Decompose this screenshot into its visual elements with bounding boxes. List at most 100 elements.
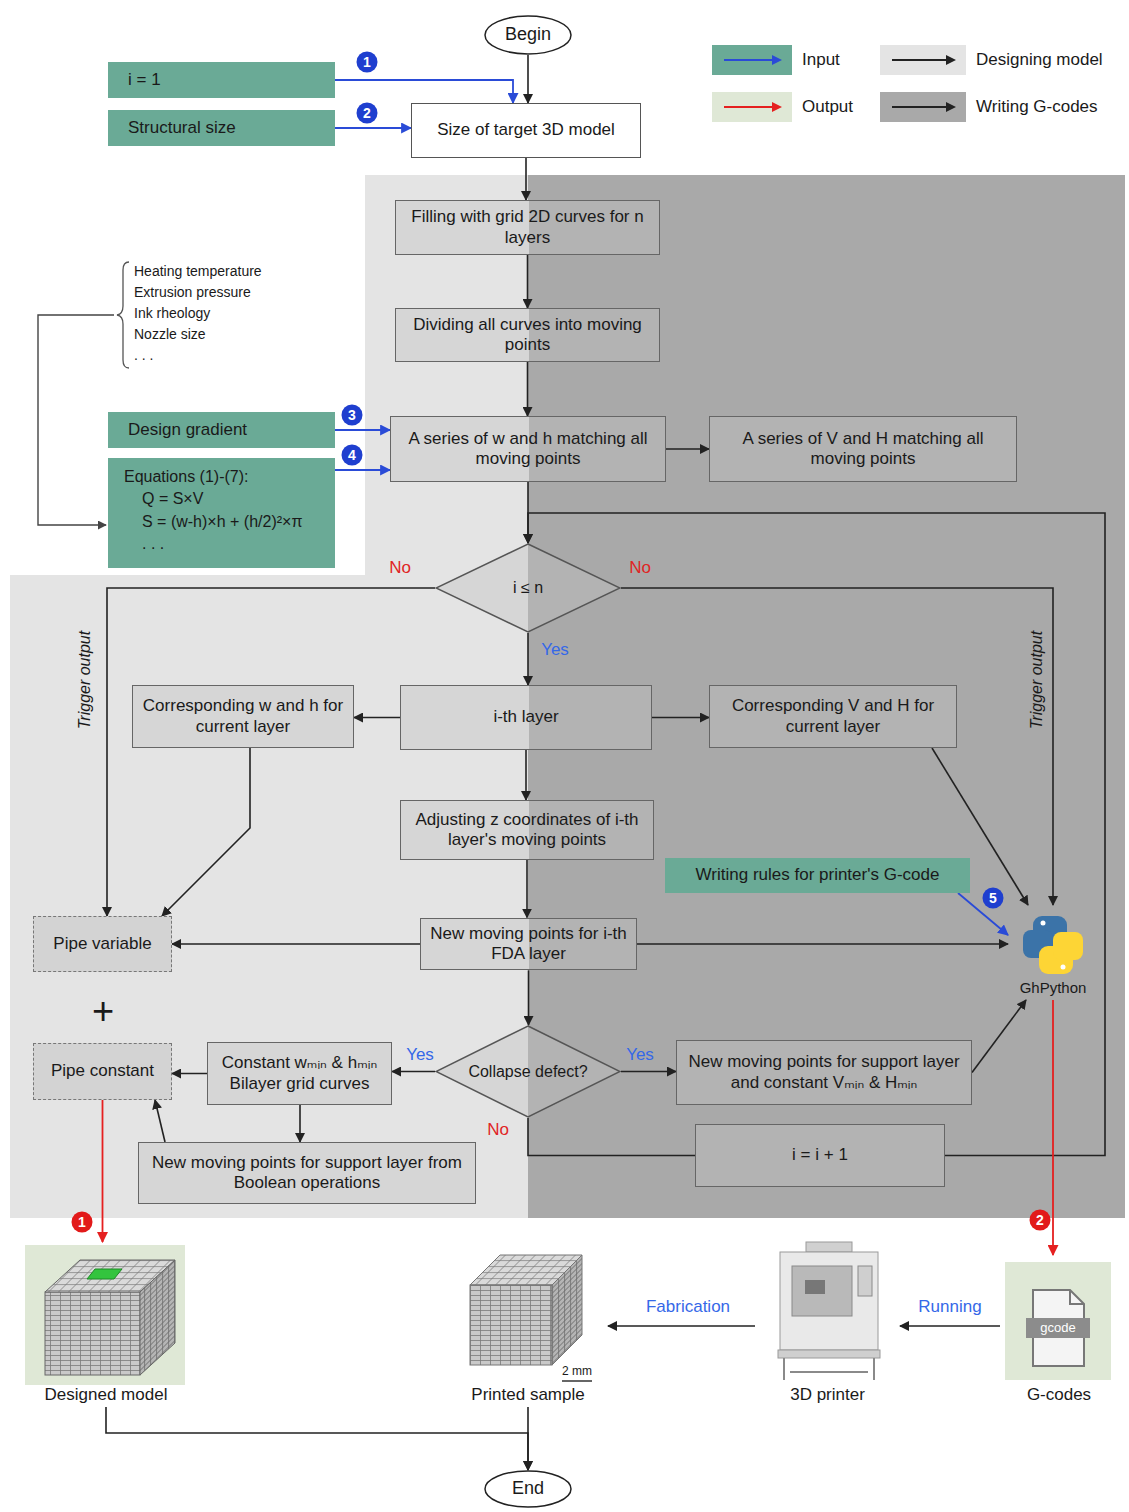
callout-number: 2 [357,103,378,124]
flow-connector [299,1105,301,1142]
node-text: Filling with grid 2D curves for n layers [404,207,651,248]
flow-connector [621,588,1053,905]
parameter-brace [117,262,129,368]
flow-connector [162,748,250,916]
node-text: Pipe constant [51,1061,154,1081]
terminal-ellipse: End [484,1470,572,1508]
process-box: New moving points for support layer from… [138,1142,476,1204]
callout-number: 1 [357,52,378,73]
flow-connector [155,1100,165,1142]
node-text: Equations (1)-(7): [124,466,249,488]
node-text: Q = S×V [142,488,203,510]
parameter-text: Heating temperature [134,263,262,280]
parameter-text: Nozzle size [134,326,206,343]
gcode-file-icon [1026,1290,1090,1366]
process-box: A series of V and H matching all moving … [709,416,1017,482]
node-text: i-th layer [493,707,558,727]
node-text: Structural size [128,118,236,138]
legend-item: Designing model [880,45,1103,75]
caption-text: GhPython [1020,979,1087,997]
caption-text: G-codes [1027,1385,1091,1405]
legend-item: Output [712,92,853,122]
pipe-box: Pipe variable [33,916,172,972]
legend-swatch [712,92,792,122]
node-text: A series of V and H matching all moving … [718,429,1008,470]
ghpython-node: GhPython [1008,905,1098,1000]
node-text: Corresponding w and h for current layer [141,696,345,737]
output-ground [25,1245,185,1385]
flow-connector [652,717,709,719]
diamond-shape [436,1026,620,1117]
parameter-text: Extrusion pressure [134,284,251,301]
flow-connector [900,1325,1000,1327]
input-box: Design gradient [108,412,335,448]
terminal-ellipse: Begin [484,15,572,55]
input-box: Structural size [108,110,335,146]
scale-label: 2 mm [562,1364,592,1378]
flow-connector [335,469,390,471]
parameter-leader [38,315,114,525]
flow-connector [637,943,1008,945]
edge-label: No [629,558,651,578]
illustration-node: Printed sample [448,1245,608,1407]
node-text: S = (w-h)×h + (h/2)²×π [142,511,302,533]
illustration-node: Designed model [15,1242,197,1407]
decision-diamond: Collapse defect? [435,1025,621,1118]
flow-connector [172,943,420,945]
legend-item: Writing G-codes [880,92,1098,122]
edge-label: Yes [626,1045,654,1065]
legend-swatch [712,45,792,75]
legend-text: Output [802,97,853,117]
edge-label: Running [918,1297,981,1317]
plus-sign: + [92,989,114,1035]
flow-connector [527,55,529,103]
ellipse-shape [485,16,571,54]
process-box: Filling with grid 2D curves for n layers [395,200,660,255]
flow-connector [354,717,400,719]
node-text: i ≤ n [513,578,543,597]
process-box: i-th layer [400,685,652,750]
caption-text: 3D printer [790,1385,865,1405]
flow-connector [172,1073,207,1075]
legend-arrow [880,92,966,122]
legend-swatch [880,45,966,75]
process-box: Dividing all curves into moving points [395,308,660,362]
flow-connector [527,1407,529,1470]
node-text: . . . [142,533,164,555]
legend-text: Writing G-codes [976,97,1098,117]
flow-connector [525,750,527,800]
trigger-label: Trigger output [75,631,94,729]
designed-model-figure [45,1260,175,1375]
node-text: Design gradient [128,420,247,440]
flow-connector [527,255,529,308]
legend-item: Input [712,45,840,75]
decision-diamond: i ≤ n [435,543,621,633]
edge-label: No [487,1120,509,1140]
flow-connector [972,1000,1026,1073]
node-text: Constant wₘᵢₙ & hₘᵢₙ Bilayer grid curves [216,1053,383,1094]
input-box: Writing rules for printer's G-code [665,858,970,893]
node-text: i = i + 1 [792,1145,848,1165]
node-text: End [512,1478,544,1500]
node-text: New moving points for i-th FDA layer [429,924,628,965]
flow-connector [1052,1000,1054,1255]
edge-label: Fabrication [646,1297,730,1317]
node-text: Collapse defect? [468,1062,587,1081]
parameter-text: Ink rheology [134,305,210,322]
callout-number: 5 [983,888,1004,909]
legend-text: Designing model [976,50,1103,70]
flow-connector [335,80,513,103]
process-box: New moving points for support layer and … [676,1040,972,1105]
flow-connector [525,158,527,200]
callout-number: 1 [72,1212,93,1233]
legend-arrow [712,45,792,75]
flow-connector [526,860,528,918]
node-text: Adjusting z coordinates of i-th layer's … [409,810,645,851]
callout-number: 4 [342,445,363,466]
flow-connector [106,1407,528,1470]
input-box: i = 1 [108,62,335,98]
caption-text: Designed model [45,1385,168,1405]
flow-connector [666,448,709,450]
process-box: A series of w and h matching all moving … [390,416,666,482]
flow-connector [528,1118,695,1156]
